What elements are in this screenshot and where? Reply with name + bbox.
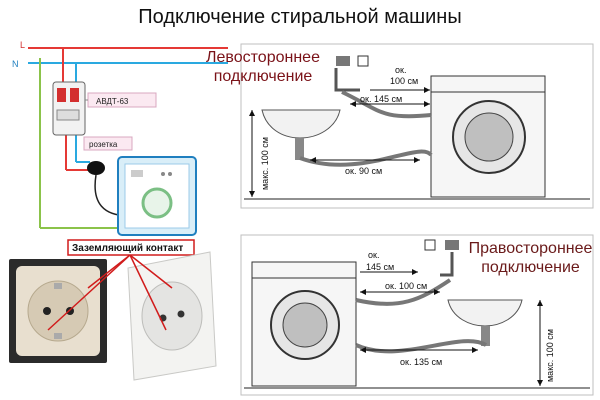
sink: [261, 109, 341, 160]
right-dim-top-ok: ок.: [368, 250, 379, 260]
left-dim-height: макс. 100 см: [260, 137, 270, 190]
ground-contact-label: Заземляющий контакт: [72, 243, 183, 254]
breaker-device: [52, 81, 86, 136]
line-label: L: [20, 40, 25, 50]
washer-icon: [117, 156, 197, 236]
left-connection-label-line1: Левостороннее: [206, 49, 320, 66]
right-connection-label-line2: подключение: [481, 259, 580, 276]
right-connection-label: Правостороннее подключение: [463, 239, 598, 277]
right-connection-label-line1: Правостороннее: [468, 240, 593, 257]
left-dim-drain: 100 см: [390, 76, 418, 86]
faucet-left: [334, 55, 369, 92]
right-dim-height: макс. 100 см: [545, 329, 555, 382]
left-connection-label: Левостороннее подключение: [193, 48, 333, 86]
page-title: Подключение стиральной машины: [138, 6, 462, 28]
left-dim-bottom: ок. 90 см: [345, 166, 382, 176]
left-connection-label-line2: подключение: [213, 68, 313, 85]
socket-device-2: [127, 251, 217, 381]
socket-label: розетка: [89, 140, 118, 149]
right-dim-top: 145 см: [366, 262, 394, 272]
faucet-right: [424, 239, 459, 277]
breaker-label: АВДТ-63: [96, 97, 129, 106]
sink-right: [447, 299, 523, 346]
right-dim-mid: ок. 100 см: [385, 281, 427, 291]
neutral-label: N: [12, 59, 19, 69]
socket-device-1: [9, 259, 107, 363]
washer-right: [251, 261, 357, 387]
washer-left: [430, 75, 546, 198]
left-dim-drain-ok: ок.: [395, 65, 406, 75]
right-dim-bottom: ок. 135 см: [400, 357, 442, 367]
left-dim-mid: ок. 145 см: [360, 94, 402, 104]
